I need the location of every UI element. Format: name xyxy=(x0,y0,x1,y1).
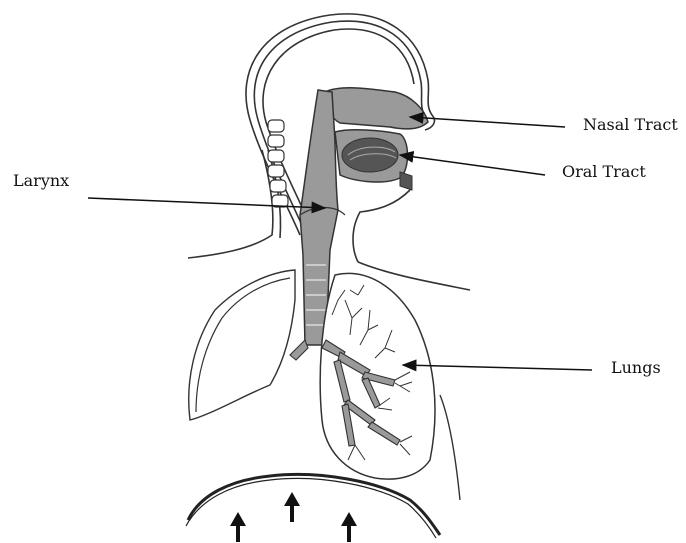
lungs-label: Lungs xyxy=(611,360,661,376)
up-arrow-icon xyxy=(230,512,246,542)
up-arrow-icon xyxy=(284,492,300,522)
lung-outline-left xyxy=(189,270,295,420)
oral-tract-leader xyxy=(400,155,545,175)
oral-tract-shape xyxy=(335,130,412,190)
nasal-tract-label: Nasal Tract xyxy=(583,117,678,133)
oral-tract-label: Oral Tract xyxy=(562,164,646,180)
lung-outline-left-inner xyxy=(196,278,290,412)
larynx-label: Larynx xyxy=(13,173,69,189)
nasal-tract-shape xyxy=(325,88,428,129)
diaphragm xyxy=(186,474,440,538)
up-arrow-icon xyxy=(341,512,357,542)
torso-edge-right xyxy=(440,395,460,500)
